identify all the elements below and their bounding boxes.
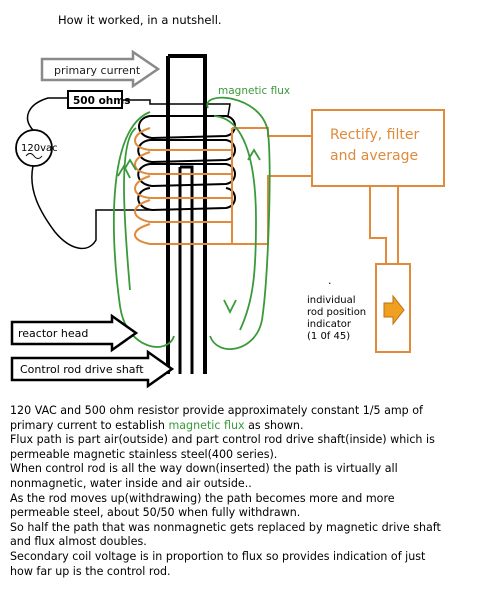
resistor-to-coil-wire <box>122 99 231 117</box>
indicator-label-line2: rod position <box>307 307 366 318</box>
description-line: primary current to establish magnetic fl… <box>10 419 478 434</box>
drive-shaft-arrow <box>10 349 175 389</box>
indicator-label-line4: (1 0f 45) <box>307 331 350 342</box>
indicator-label-line3: indicator <box>307 319 352 330</box>
description-line: Secondary coil voltage is in proportion … <box>10 549 426 563</box>
ac-source-circle <box>15 129 53 167</box>
inner-drive-shaft <box>178 165 194 374</box>
source-wire-bottom <box>31 165 150 250</box>
rectifier-box <box>311 109 445 187</box>
reactor-head-arrow <box>10 313 139 353</box>
description-line: permeable steel, about 50/50 when fully … <box>10 506 301 520</box>
indicator-label-line1: individual <box>307 295 356 306</box>
magnetic-flux-highlight: magnetic flux <box>168 418 245 432</box>
resistor-label: 500 ohms <box>73 95 130 107</box>
description-line: permeable magnetic stainless steel(400 s… <box>10 447 278 461</box>
description-fragment: primary current to establish <box>10 418 169 432</box>
secondary-coil <box>134 127 233 245</box>
resistor-box <box>67 90 123 109</box>
description-fragment: as shown. <box>244 418 304 432</box>
description-line: 120 VAC and 500 ohm resistor provide app… <box>10 404 423 417</box>
rectifier-label-line1: Rectify, filter <box>330 127 419 143</box>
indicator-lead <box>369 186 387 264</box>
description-line: how far up is the control rod. <box>10 564 171 578</box>
reactor-head-label: reactor head <box>18 327 88 340</box>
secondary-lead-bottom <box>232 175 312 245</box>
description-line: Flux path is part air(outside) and part … <box>10 433 435 447</box>
primary-current-arrow <box>40 49 161 89</box>
indicator-dot: . <box>328 274 332 287</box>
primary-coil <box>137 115 236 212</box>
description-line: and flux almost doubles. <box>10 535 147 549</box>
description-line: As the rod moves up(withdrawing) the pat… <box>10 491 395 505</box>
ac-wave-icon <box>25 153 43 159</box>
outer-tube <box>166 54 207 374</box>
rectifier-label-line2: and average <box>330 148 418 164</box>
description-text: 120 VAC and 500 ohm resistor provide app… <box>10 404 478 579</box>
description-line: So half the path that was nonmagnetic ge… <box>10 520 441 534</box>
magnetic-flux-label: magnetic flux <box>218 85 290 97</box>
primary-current-label: primary current <box>54 64 141 77</box>
source-wire-top <box>26 97 68 131</box>
indicator-arrow-icon <box>383 294 405 326</box>
drive-shaft-label: Control rod drive shaft <box>20 363 144 376</box>
diagram-title: How it worked, in a nutshell. <box>58 13 222 27</box>
ac-source-label: 120vac <box>21 143 58 154</box>
description-line: nonmagnetic, water inside and air outsid… <box>10 476 252 490</box>
magnetic-flux-path <box>112 96 271 350</box>
secondary-lead-top <box>232 127 312 137</box>
description-line: When control rod is all the way down(ins… <box>10 462 398 476</box>
